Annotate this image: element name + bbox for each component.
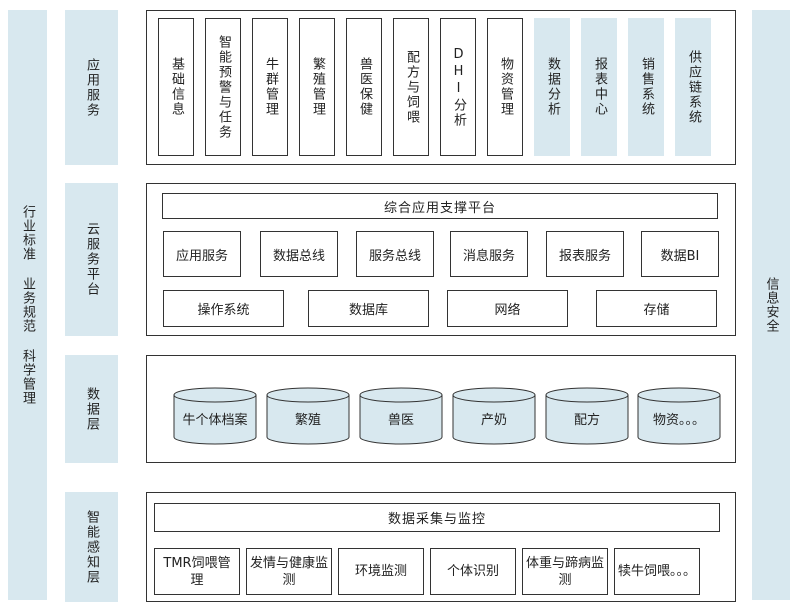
module-smart-alert-tasks: 智能预警与任务 xyxy=(205,18,241,156)
perception-layer-frame xyxy=(146,492,736,602)
information-security-sidebar: 信息安全 xyxy=(752,10,790,600)
service-report: 报表服务 xyxy=(546,231,624,277)
module-supplies-management: 物资管理 xyxy=(487,18,523,156)
datastore-cattle-records: 牛个体档案 xyxy=(173,387,257,445)
datastore-milk-production: 产奶 xyxy=(452,387,536,445)
sensor-tmr-feeding: TMR饲喂管理 xyxy=(154,548,240,595)
module-breeding-management: 繁殖管理 xyxy=(299,18,335,156)
sensor-environment: 环境监测 xyxy=(338,548,424,595)
industry-standards-label: 行业标准 业务规范 科学管理 xyxy=(20,205,35,405)
cylinder-icon xyxy=(359,387,443,445)
sensor-individual-id: 个体识别 xyxy=(430,548,516,595)
data-layer-frame xyxy=(146,355,736,463)
service-message: 消息服务 xyxy=(450,231,528,277)
sensor-calf-feeding: 犊牛饲喂。。。 xyxy=(614,548,700,595)
infra-network: 网络 xyxy=(447,290,568,327)
data-acquisition-monitoring: 数据采集与监控 xyxy=(154,503,720,532)
datastore-veterinary: 兽医 xyxy=(359,387,443,445)
cylinder-icon xyxy=(173,387,257,445)
layer-label-data: 数据层 xyxy=(65,355,118,463)
cylinder-icon xyxy=(452,387,536,445)
module-veterinary-care: 兽医保健 xyxy=(346,18,382,156)
datastore-supplies: 物资。。。 xyxy=(637,387,721,445)
datastore-breeding: 繁殖 xyxy=(266,387,350,445)
service-service-bus: 服务总线 xyxy=(356,231,434,277)
module-basic-info: 基础信息 xyxy=(158,18,194,156)
layer-label-application: 应用服务 xyxy=(65,10,118,165)
infra-database: 数据库 xyxy=(308,290,429,327)
cloud-layer-frame xyxy=(146,183,736,336)
service-data-bi: 数据BI xyxy=(641,231,719,277)
module-dhi-analysis: DHI分析 xyxy=(440,18,476,156)
cylinder-icon xyxy=(545,387,629,445)
sensor-estrus-health: 发情与健康监测 xyxy=(246,548,332,595)
integrated-support-platform: 综合应用支撑平台 xyxy=(162,193,718,219)
service-data-bus: 数据总线 xyxy=(260,231,338,277)
sensor-weight-hoof: 体重与蹄病监测 xyxy=(522,548,608,595)
layer-label-perception: 智能感知层 xyxy=(65,492,118,602)
module-sales-system: 销售系统 xyxy=(628,18,664,156)
industry-standards-sidebar: 行业标准 业务规范 科学管理 xyxy=(8,10,47,600)
layer-label-cloud: 云服务平台 xyxy=(65,183,118,336)
information-security-label: 信息安全 xyxy=(763,277,779,333)
cylinder-icon xyxy=(637,387,721,445)
infra-operating-system: 操作系统 xyxy=(163,290,284,327)
module-formula-feeding: 配方与饲喂 xyxy=(393,18,429,156)
module-supply-chain-system: 供应链系统 xyxy=(675,18,711,156)
cylinder-icon xyxy=(266,387,350,445)
module-data-analysis: 数据分析 xyxy=(534,18,570,156)
infra-storage: 存储 xyxy=(596,290,717,327)
application-layer-frame xyxy=(146,10,736,165)
module-report-center: 报表中心 xyxy=(581,18,617,156)
service-application: 应用服务 xyxy=(163,231,241,277)
datastore-formula: 配方 xyxy=(545,387,629,445)
module-herd-management: 牛群管理 xyxy=(252,18,288,156)
